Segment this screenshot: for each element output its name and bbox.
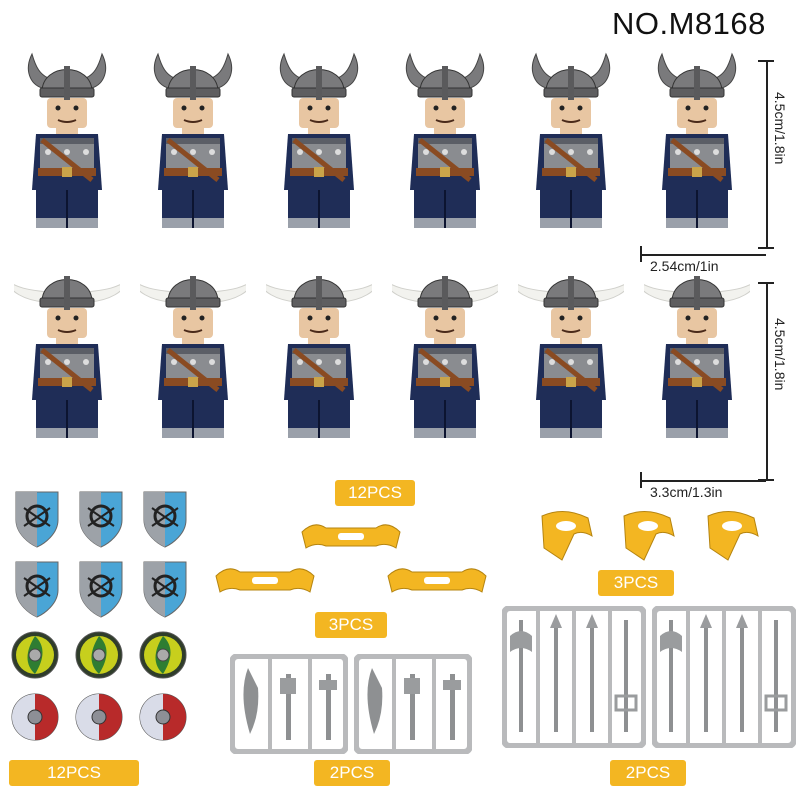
shoulder-armor-piece [616, 508, 680, 569]
dimension-tick [758, 479, 774, 481]
viking-minifigure [131, 250, 255, 450]
height-dimension-line-1 [766, 60, 768, 248]
width-dimension-line-2 [640, 480, 766, 482]
dimension-tick [758, 60, 774, 62]
dimension-tick [640, 472, 642, 488]
round-shield-red-icon [10, 692, 60, 747]
weapon-sprue-small [353, 653, 473, 759]
weapon-sprue-small [229, 653, 349, 759]
kite-shield-icon [78, 490, 124, 553]
dimension-tick [640, 246, 642, 262]
height-dimension-line-2 [766, 282, 768, 480]
viking-minifigure [644, 40, 750, 240]
clips-bottom-qty-badge: 3PCS [315, 612, 387, 638]
viking-minifigure [140, 40, 246, 240]
neck-clip [382, 562, 492, 607]
round-shield-green-icon [138, 630, 188, 685]
viking-minifigure [509, 250, 633, 450]
weapon-sprue-large [651, 605, 797, 753]
viking-minifigure [257, 250, 381, 450]
viking-minifigure [518, 40, 624, 240]
shoulder-armor-piece [534, 508, 598, 569]
kite-shield-icon [14, 560, 60, 623]
viking-minifigure [5, 250, 129, 450]
product-title: NO.M8168 [612, 6, 766, 41]
kite-shield-icon [78, 560, 124, 623]
small-sprue-qty-badge: 2PCS [314, 760, 390, 786]
width-label-2: 3.3cm/1.3in [650, 484, 723, 500]
viking-minifigure [14, 40, 120, 240]
width-label-1: 2.54cm/1in [650, 258, 719, 274]
round-shield-green-icon [10, 630, 60, 685]
height-label-2: 4.5cm/1.8in [772, 318, 788, 391]
round-shield-red-icon [74, 692, 124, 747]
height-label-1: 4.5cm/1.8in [772, 92, 788, 165]
neck-clip [210, 562, 320, 607]
viking-minifigure [392, 40, 498, 240]
dimension-tick [758, 282, 774, 284]
viking-minifigure [266, 40, 372, 240]
kite-shield-icon [14, 490, 60, 553]
viking-minifigure [383, 250, 507, 450]
kite-shield-icon [142, 560, 188, 623]
weapon-sprue-large [501, 605, 647, 753]
shields-qty-badge: 12PCS [9, 760, 139, 786]
clips-qty-badge: 12PCS [335, 480, 415, 506]
shoulder-qty-badge: 3PCS [598, 570, 674, 596]
viking-minifigure [635, 250, 759, 450]
shoulder-armor-piece [700, 508, 764, 569]
neck-clip [296, 518, 406, 563]
dimension-tick [758, 247, 774, 249]
round-shield-red-icon [138, 692, 188, 747]
width-dimension-line-1 [640, 254, 766, 256]
kite-shield-icon [142, 490, 188, 553]
large-sprue-qty-badge: 2PCS [610, 760, 686, 786]
round-shield-green-icon [74, 630, 124, 685]
